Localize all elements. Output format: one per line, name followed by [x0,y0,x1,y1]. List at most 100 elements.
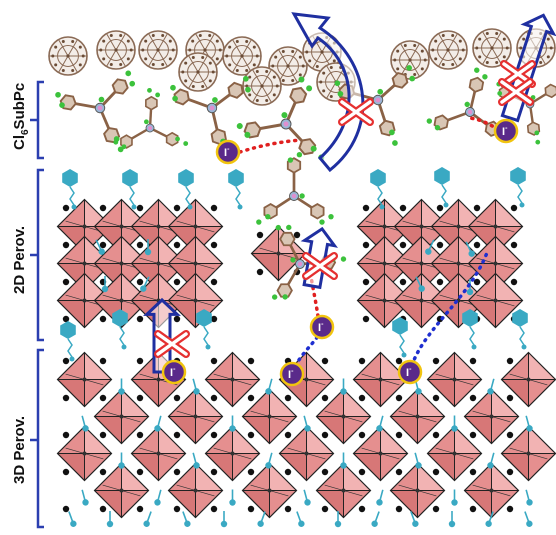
lattice-node [510,241,518,249]
spacer-cation-small [229,415,236,432]
spacer-cations [60,167,528,362]
octahedron [241,462,298,519]
lattice-node [510,278,518,286]
fullerene-c60 [96,30,136,70]
iodide-ions: I-I-I-I-I-I- [161,118,519,387]
spacer-cation-small [525,489,533,506]
octahedron [467,198,524,255]
lattice-node [210,278,218,286]
lattice-node [436,204,444,212]
spacer-cation-small [340,378,347,395]
lattice-node [469,468,477,476]
ion-charge: - [505,125,508,132]
lattice-node [293,231,301,239]
spacer-cation-small [68,511,77,527]
lattice-node [399,241,407,249]
lattice-node [358,357,366,365]
3d-perovskite-region-bracket [30,348,44,529]
spacer-cation-small [101,276,109,293]
spacer-cation-small [265,378,273,395]
lattice-node [321,394,329,402]
blocked-migration-mark [154,330,190,358]
ion-charge: - [227,146,230,153]
lattice-node [506,431,514,439]
octahedron [426,425,483,482]
octahedron [315,462,372,519]
fullerene-c60 [178,52,218,92]
spacer-cation-small [334,511,342,528]
octahedron [426,351,483,408]
lattice-node [432,505,440,513]
lattice-node [358,468,366,476]
2d-perovskite-region-bracket [30,168,44,342]
lattice-node [136,468,144,476]
lattice-node [210,357,218,365]
fullerene-c60 [428,30,468,70]
lattice-node [62,357,70,365]
ion-symbol: I- [288,368,294,381]
lattice-node [362,241,370,249]
lattice-node [210,394,218,402]
spacer-cation-small [425,239,435,255]
octahedron [467,272,524,329]
lattice-node [358,505,366,513]
lattice-node [62,394,70,402]
lattice-node [506,505,514,513]
spacer-cation-small [143,511,152,527]
spacer-cation-small [81,415,89,432]
lattice-node [284,468,292,476]
spacer-cation-small [451,415,458,432]
ion-charge: - [409,366,412,373]
blocked-migration-marks [154,60,536,358]
ion-charge: - [173,366,176,373]
spacer-cation-small [410,511,419,527]
lattice-node [432,357,440,365]
ion-path-3d-to-2d-center [290,334,320,374]
organic-spacer-cation [510,167,526,208]
spacer-cation-small [144,239,152,256]
lattice-node [136,505,144,513]
lattice-node [99,357,107,365]
lattice-node [136,357,144,365]
organic-spacer-cation [462,309,478,350]
organic-spacer-cation [62,169,78,210]
spacer-cation-small [371,511,380,527]
lattice-node [284,505,292,513]
lattice-node [358,431,366,439]
ion-symbol: I- [224,146,230,159]
lattice-node [210,431,218,439]
spacer-cation-small [81,489,89,506]
octahedron [315,388,372,445]
lattice-node [358,394,366,402]
spacer-cation-small [487,452,495,469]
lattice-node [62,505,70,513]
ion-symbol: I- [170,366,176,379]
spacer-cation-small [451,489,458,506]
spacer-cation-small [192,378,200,395]
spacer-cation-small [220,511,228,528]
spacer-cation-small [182,511,191,527]
3d-perovskite-region-label: 3D Perov. [11,416,28,484]
octahedron [278,425,335,482]
lattice-node [136,278,144,286]
lattice-node [469,431,477,439]
spacer-cation-small [485,511,494,527]
lattice-node [395,357,403,365]
lattice-node [173,394,181,402]
lattice-node [173,241,181,249]
spacer-cation-small [414,452,422,469]
spacer-cation-small [448,511,456,528]
lattice-node [256,231,264,239]
lattice-node [210,315,218,323]
ion-path-3d-to-2d-right [408,248,490,374]
lattice-node [173,278,181,286]
spacer-cation-small [154,489,162,506]
organic-spacer-cation [178,169,194,210]
organic-spacer-cation [112,309,128,350]
iodide-ion: I- [397,359,423,385]
spacer-cation-small [376,489,384,506]
lattice-node [173,505,181,513]
spacer-cation-small [296,511,305,527]
lattice-node [136,241,144,249]
